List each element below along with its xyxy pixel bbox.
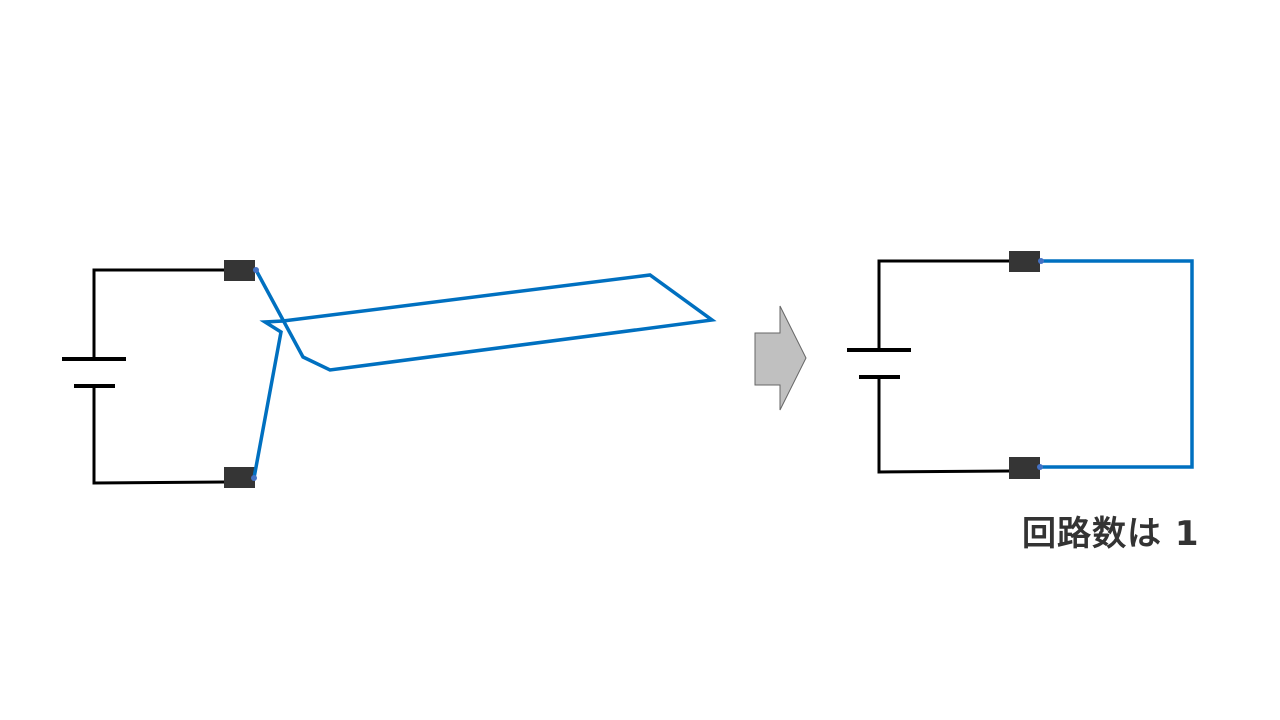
right-wire-end-top — [1038, 258, 1044, 264]
right-circuit — [847, 251, 1194, 479]
left-wire-top — [92, 268, 225, 359]
right-terminal-bottom — [1009, 457, 1040, 479]
right-wire-bottom — [877, 377, 1011, 474]
left-wire-end-bottom — [251, 475, 257, 481]
right-arrow-icon — [754, 305, 807, 411]
right-terminal-top — [1009, 251, 1040, 272]
left-terminal-top — [224, 260, 255, 281]
right-loop-wire — [1040, 259, 1194, 469]
left-terminal-bottom — [224, 467, 255, 488]
right-wire-top — [877, 259, 1010, 350]
right-wire-end-bottom — [1037, 464, 1043, 470]
left-tangled-loop-wire — [252, 269, 717, 479]
left-wire-end-top — [253, 267, 259, 273]
left-wire-bottom — [92, 386, 226, 485]
circuit-count-caption: 回路数は 1 — [1022, 514, 1200, 554]
left-circuit — [62, 260, 717, 488]
